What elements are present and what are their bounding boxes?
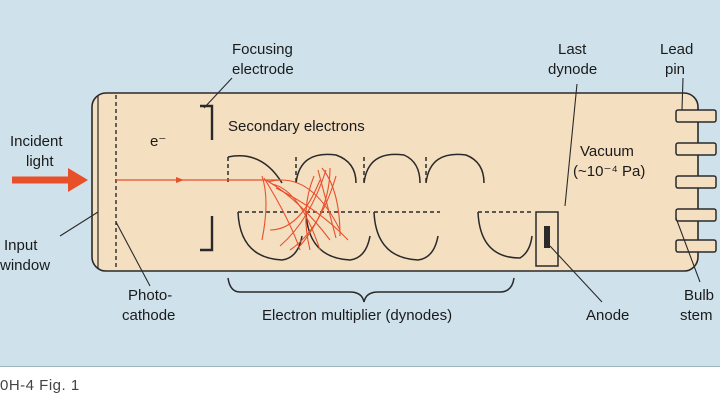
lead-pin xyxy=(675,208,717,222)
label-input-window-1: Input xyxy=(4,237,38,254)
label-photocathode-2: cathode xyxy=(122,307,175,324)
label-incident-light-2: light xyxy=(26,153,54,170)
focusing-electrode xyxy=(200,104,214,252)
beam-arrowhead xyxy=(176,177,184,183)
label-input-window-2: window xyxy=(0,257,50,274)
dynode xyxy=(237,211,303,261)
label-anode: Anode xyxy=(586,307,629,324)
label-vacuum-1: Vacuum xyxy=(580,143,634,160)
anode-box xyxy=(535,211,559,267)
label-vacuum-2: (~10⁻⁴ Pa) xyxy=(573,163,645,180)
label-bulb-stem-1: Bulb xyxy=(684,287,714,304)
dynode xyxy=(295,153,357,184)
label-lead-pin-2: pin xyxy=(665,61,685,78)
dynode xyxy=(227,155,283,184)
label-bulb-stem-2: stem xyxy=(680,307,713,324)
dynode xyxy=(305,211,371,261)
multiplier-brace xyxy=(227,277,515,303)
tube-body xyxy=(91,92,699,272)
label-focusing-electrode-2: electrode xyxy=(232,61,294,78)
label-incident-light-1: Incident xyxy=(10,133,63,150)
lead-pin xyxy=(675,142,717,156)
label-focusing-electrode-1: Focusing xyxy=(232,41,293,58)
dynode xyxy=(477,211,533,259)
secondary-electron-trajectories xyxy=(261,167,349,251)
label-last-dynode-1: Last xyxy=(558,41,587,58)
lead-pins xyxy=(675,109,717,253)
dynode xyxy=(373,211,439,261)
figure-caption: 0H-4 Fig. 1 xyxy=(0,377,80,394)
lead-pin xyxy=(675,175,717,189)
photomultiplier-diagram: Focusing electrode Last dynode Lead pin … xyxy=(0,41,717,324)
label-secondary-electrons: Secondary electrons xyxy=(228,118,365,135)
dynode xyxy=(363,153,421,184)
dynode xyxy=(425,153,485,184)
leader-lines xyxy=(59,77,701,303)
label-lead-pin-1: Lead xyxy=(660,41,693,58)
caption-divider xyxy=(0,366,720,367)
label-last-dynode-2: dynode xyxy=(548,61,597,78)
lead-pin xyxy=(675,239,717,253)
label-electron-multiplier: Electron multiplier (dynodes) xyxy=(262,307,452,324)
lead-pin xyxy=(675,109,717,123)
dynodes xyxy=(227,153,533,261)
label-photocathode-1: Photo- xyxy=(128,287,172,304)
incident-light-arrowhead xyxy=(68,168,88,192)
label-electron-symbol: e⁻ xyxy=(150,133,166,150)
anode xyxy=(544,226,550,248)
